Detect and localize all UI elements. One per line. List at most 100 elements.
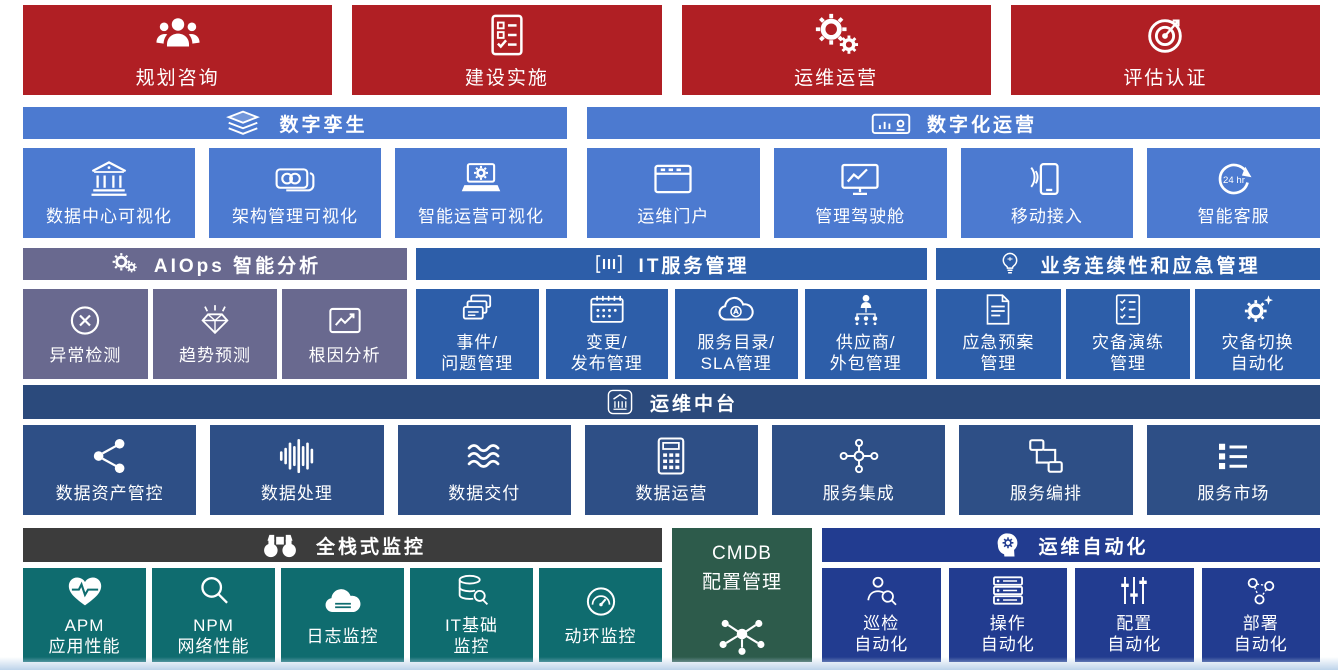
share-nodes-icon [86,435,134,477]
section-aiops: AIOps 智能分析 异常检测 趋势预测 根因分析 [23,248,408,379]
banner-label: 运维运营 [794,68,879,89]
automation-tiles: 巡检 自动化 操作 自动化 配置 自动化 部署 自动化 [822,568,1320,662]
tile-label: 运维门户 [637,207,710,227]
tile-label: 移动接入 [1010,207,1083,227]
middle-platform-tiles: 数据资产管控 数据处理 数据交付 数据运营 服务集成 服务编排 服务市场 [23,425,1320,515]
bcm-header: 业务连续性和应急管理 [936,248,1320,280]
tile-label: 服务集成 [822,484,895,504]
monitoring-tiles: APM 应用性能 NPM 网络性能 日志监控 IT基础 监控 动环监控 [23,568,662,662]
tile-label: 管理驾驶舱 [815,207,906,227]
plan-document-icon [978,293,1018,326]
tile-label: 智能运营可视化 [418,207,544,227]
magnifier-icon [193,572,235,609]
tile-management-cockpit: 管理驾驶舱 [773,148,947,238]
tile-trend-prediction: 趋势预测 [152,289,278,379]
tile-service-catalog-sla: 服务目录/ SLA管理 [675,289,798,379]
head-gear-icon [993,532,1023,558]
cloud-a-icon [716,293,756,326]
section-title: AIOps 智能分析 [153,255,322,277]
banner-evaluation-certification: 评估认证 [1010,5,1320,95]
layers-icon [222,110,264,137]
section-itsm: IT服务管理 事件/ 问题管理 变更/ 发布管理 服务目录/ SLA管理 供应 [416,248,927,379]
bracket-books-icon [594,251,624,277]
building-badge-icon [605,389,635,415]
monitor-chart-icon [836,158,884,200]
section-title: 全栈式监控 [315,536,426,558]
tile-label: 服务编排 [1010,484,1083,504]
tile-emergency-plan-mgmt: 应急预案 管理 [936,289,1061,379]
tile-log-monitoring: 日志监控 [281,568,404,662]
digital-operations-tiles: 运维门户 管理驾驶舱 移动接入 24 hr 智能客服 [587,148,1320,238]
section-title: 运维自动化 [1038,536,1149,558]
tile-npm: NPM 网络性能 [152,568,275,662]
tile-label: 数据中心可视化 [46,207,172,227]
section-title: 数字孪生 [279,114,368,136]
banknotes-icon [271,158,319,200]
tile-service-integration: 服务集成 [772,425,946,515]
section-monitoring: 全栈式监控 APM 应用性能 NPM 网络性能 日志监控 IT基础 监控 [23,528,662,662]
monitoring-header: 全栈式监控 [23,528,662,562]
tile-service-market: 服务市场 [1146,425,1320,515]
bottom-row: 全栈式监控 APM 应用性能 NPM 网络性能 日志监控 IT基础 监控 [23,528,1320,662]
tile-label: 配置 自动化 [1107,614,1162,654]
person-magnifier-icon [861,574,901,607]
tile-label: 日志监控 [306,626,379,646]
section-digital-operations: 数字化运营 运维门户 管理驾驶舱 移动接入 24 hr 智能客服 [587,107,1320,238]
tile-change-release-mgmt: 变更/ 发布管理 [545,289,668,379]
banner-operations: 运维运营 [681,5,991,95]
tile-configuration-automation: 配置 自动化 [1075,568,1194,662]
banner-construction-implementation: 建设实施 [352,5,662,95]
tile-it-infrastructure-monitoring: IT基础 监控 [410,568,533,662]
section-title: 运维中台 [649,393,738,415]
banner-label: 规划咨询 [135,68,220,89]
svg-text:24 hr: 24 hr [1223,175,1246,186]
digital-operations-header: 数字化运营 [587,107,1320,139]
bank-icon [85,158,133,200]
tile-intelligent-service: 24 hr 智能客服 [1147,148,1320,238]
linked-nodes-icon [835,435,883,477]
circle-x-icon [64,302,106,339]
section-title: 业务连续性和应急管理 [1040,255,1261,277]
tile-label: 服务市场 [1197,484,1270,504]
tile-data-processing: 数据处理 [210,425,384,515]
tile-label: 操作 自动化 [980,614,1035,654]
tile-label: 灾备切换 自动化 [1221,333,1294,373]
target-icon [1139,12,1191,58]
binoculars-icon [259,532,301,559]
checklist-icon [481,12,533,58]
tile-label: 部署 自动化 [1233,614,1288,654]
tile-label: 变更/ 发布管理 [570,333,643,373]
tile-deployment-automation: 部署 自动化 [1201,568,1320,662]
calendar-icon [587,293,627,326]
banner-label: 评估认证 [1123,68,1208,89]
section-automation: 运维自动化 巡检 自动化 操作 自动化 配置 自动化 部署 自动化 [822,528,1320,662]
mobile-icon [1023,158,1071,200]
itsm-header: IT服务管理 [416,248,927,280]
section-title: 数字化运营 [926,114,1037,136]
gears-cluster-icon [109,251,139,277]
middle-platform-header: 运维中台 [23,385,1320,419]
people-group-icon [152,12,204,58]
calculator-icon [647,435,695,477]
browser-icon [649,158,697,200]
database-magnifier-icon [451,572,493,609]
tile-label: IT基础 监控 [444,616,499,656]
aiops-tiles: 异常检测 趋势预测 根因分析 [23,289,408,379]
section-title: IT服务管理 [638,255,750,277]
tile-dr-switch-automation: 灾备切换 自动化 [1195,289,1321,379]
tile-mobile-access: 移动接入 [960,148,1134,238]
tile-label: 事件/ 问题管理 [441,333,514,373]
management-row: AIOps 智能分析 异常检测 趋势预测 根因分析 IT [23,248,1321,379]
tile-anomaly-detection: 异常检测 [23,289,148,379]
top-banner-row: 规划咨询 建设实施 运维运营 评估认证 [23,5,1320,95]
service-24hr-icon: 24 hr [1210,158,1258,200]
digital-twin-tiles: 数据中心可视化 架构管理可视化 智能运营可视化 [23,148,567,238]
network-star-icon [716,613,768,655]
tile-operation-automation: 操作 自动化 [948,568,1067,662]
stacked-cards-icon [457,293,497,326]
tile-label: 数据资产管控 [55,484,164,504]
tile-inspection-automation: 巡检 自动化 [822,568,941,662]
chart-line-icon [324,302,366,339]
tile-ops-portal: 运维门户 [587,148,760,238]
